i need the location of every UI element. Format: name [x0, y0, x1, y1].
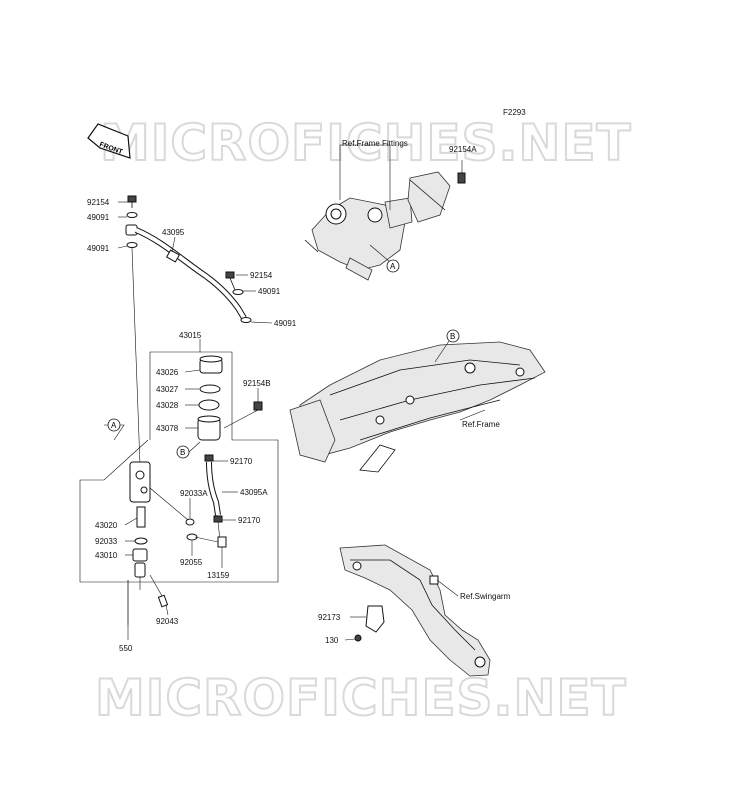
part-label-43028: 43028: [156, 401, 179, 410]
svg-text:B: B: [180, 448, 185, 457]
diaphragm-plate-icon: [199, 384, 221, 394]
part-label-92033: 92033: [95, 537, 118, 546]
part-label-92043: 92043: [156, 617, 179, 626]
ref-swingarm: Ref.Swingarm: [460, 592, 511, 601]
master-cylinder-icon: [129, 461, 151, 503]
ref-frame-fittings: Ref.Frame Fittings: [342, 139, 408, 148]
svg-text:A: A: [111, 421, 117, 430]
diaphragm-icon: [198, 399, 220, 411]
part-label-92170-b: 92170: [238, 516, 261, 525]
ref-frame: Ref.Frame: [462, 420, 500, 429]
part-label-49091-b: 49091: [87, 244, 110, 253]
washer-icon: [126, 242, 138, 248]
callout-b-frame: B: [434, 329, 460, 363]
part-label-92154-a: 92154: [87, 198, 110, 207]
part-label-550: 550: [119, 644, 133, 653]
part-label-92154B: 92154B: [243, 379, 271, 388]
washer-icon: [126, 212, 138, 218]
bracket-92173-icon: [365, 605, 385, 633]
part-label-43095A: 43095A: [240, 488, 268, 497]
part-label-49091-c: 49091: [258, 287, 281, 296]
part-label-49091-d: 49091: [274, 319, 297, 328]
clamp-icon: [204, 454, 214, 462]
part-label-92033A: 92033A: [180, 489, 208, 498]
watermark-bottom: MICROFICHES.NET: [95, 669, 627, 727]
callout-a-left: A: [107, 418, 121, 432]
push-rod-icon: [136, 506, 146, 528]
part-label-43020: 43020: [95, 521, 118, 530]
callout-b-mid: B: [176, 441, 201, 459]
master-cylinder-group: [79, 339, 279, 625]
part-label-92154A: 92154A: [449, 145, 477, 154]
part-label-43027: 43027: [156, 385, 179, 394]
watermark-top: MICROFICHES.NET: [100, 114, 632, 172]
part-label-43095: 43095: [162, 228, 185, 237]
swingarm-assembly: [339, 544, 491, 677]
part-label-43078: 43078: [156, 424, 179, 433]
part-label-92154-b: 92154: [250, 271, 273, 280]
part-label-49091-a: 49091: [87, 213, 110, 222]
part-label-92055: 92055: [180, 558, 203, 567]
part-label-43010: 43010: [95, 551, 118, 560]
bolt-icon: [127, 195, 137, 203]
hose-assembly: [125, 195, 252, 466]
part-label-43015: 43015: [179, 331, 202, 340]
part-label-13159: 13159: [207, 571, 230, 580]
fitting-icon: [217, 536, 227, 548]
part-label-43026: 43026: [156, 368, 179, 377]
o-ring-icon: [134, 537, 148, 545]
part-label-130: 130: [325, 636, 339, 645]
svg-text:A: A: [390, 262, 396, 271]
part-label-92170-a: 92170: [230, 457, 253, 466]
frame-assembly: [289, 341, 546, 473]
bolt-130-icon: [354, 634, 362, 642]
svg-text:B: B: [450, 332, 455, 341]
part-label-92173: 92173: [318, 613, 341, 622]
callout-a-right: A: [369, 244, 400, 273]
frame-fittings-assembly: [304, 171, 466, 281]
figure-code: F2293: [503, 108, 526, 117]
